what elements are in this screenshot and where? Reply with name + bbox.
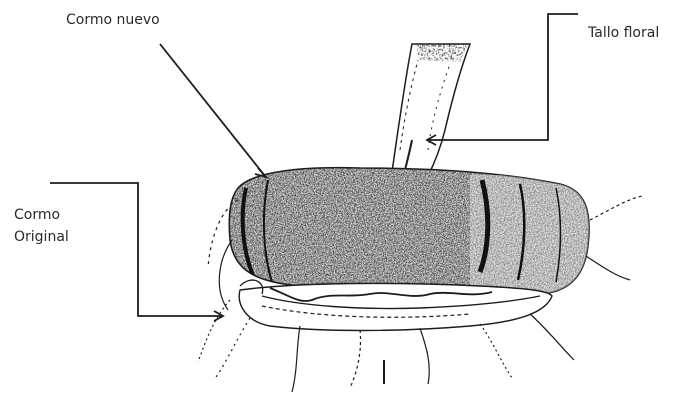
leader-cormo-nuevo — [160, 44, 265, 176]
leader-cormo-original — [50, 183, 222, 316]
label-cormo-original-line1: Cormo — [14, 204, 69, 226]
original-corm — [239, 280, 552, 330]
label-tallo-floral: Tallo floral — [588, 22, 659, 44]
flower-stalk — [392, 44, 470, 176]
label-cormo-original: Cormo Original — [14, 204, 69, 248]
new-corm — [226, 160, 600, 300]
label-cormo-nuevo: Cormo nuevo — [66, 9, 160, 31]
label-cormo-original-line2: Original — [14, 226, 69, 248]
